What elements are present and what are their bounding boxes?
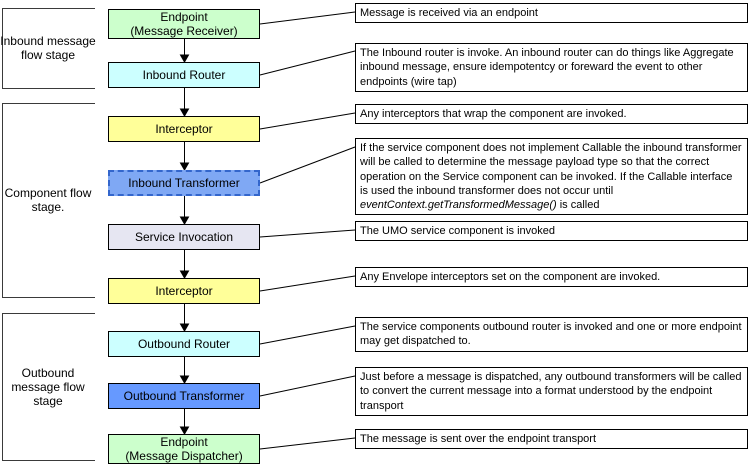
callout-text: If the service component does not implem… [360, 142, 742, 197]
flow-step-outbound-router: Outbound Router [108, 331, 260, 357]
callout-italic-code-text: eventContext.getTransformedMessage() [360, 199, 557, 212]
callout-connectors [259, 11, 356, 450]
flow-step-endpoint-receiver: Endpoint (Message Receiver) [108, 9, 260, 39]
callout-endpoint-dispatcher: The message is sent over the endpoint tr… [355, 429, 748, 450]
callout-outbound-router: The service components outbound router i… [355, 317, 748, 352]
callout-text-tail: is called [556, 199, 600, 212]
stage-brackets [2, 8, 95, 461]
arrow-head-icon [179, 54, 190, 64]
stage-bracket-inbound [2, 8, 95, 89]
connector-line [259, 229, 356, 238]
arrow-head-icon [179, 426, 190, 436]
callout-outbound-transformer: Just before a message is dispatched, any… [355, 367, 748, 416]
arrow-head-icon [179, 162, 190, 172]
stage-label-component: Component flow stage. [4, 186, 92, 215]
arrow-head-icon [179, 375, 190, 385]
connector-line [259, 275, 356, 292]
arrow-head-icon [179, 108, 190, 118]
callout-inbound-transformer: If the service component does not implem… [355, 138, 748, 216]
stage-bracket-component [2, 103, 95, 298]
flow-step-service-invocation: Service Invocation [108, 224, 260, 250]
flow-step-inbound-router: Inbound Router [108, 62, 260, 88]
stage-label-inbound: Inbound message flow stage [0, 34, 96, 63]
flow-step-interceptor-1: Interceptor [108, 116, 260, 142]
connector-line [259, 325, 356, 345]
connector-line [259, 50, 356, 76]
connector-line [259, 112, 356, 130]
arrow-head-icon [179, 216, 190, 226]
connector-line [259, 437, 356, 450]
callout-interceptor-1: Any interceptors that wrap the component… [355, 104, 748, 125]
connector-line [259, 375, 356, 397]
arrow-head-icon [179, 270, 190, 280]
flow-arrows [179, 39, 190, 436]
flow-step-endpoint-dispatcher: Endpoint (Message Dispatcher) [108, 434, 260, 464]
callout-interceptor-2: Any Envelope interceptors set on the com… [355, 267, 748, 288]
connector-line [259, 11, 356, 25]
flow-step-inbound-transformer: Inbound Transformer [108, 170, 260, 196]
flow-step-outbound-transformer: Outbound Transformer [108, 383, 260, 409]
arrow-head-icon [179, 323, 190, 333]
flow-step-interceptor-2: Interceptor [108, 278, 260, 304]
stage-label-outbound: Outbound message flow stage [11, 366, 85, 409]
connector-line [259, 146, 356, 184]
stage-bracket-outbound [2, 313, 95, 461]
callout-inbound-router: The Inbound router is invoke. An inbound… [355, 43, 748, 92]
callout-endpoint-receiver: Message is received via an endpoint [355, 3, 748, 24]
callout-service-invocation: The UMO service component is invoked [355, 221, 748, 242]
